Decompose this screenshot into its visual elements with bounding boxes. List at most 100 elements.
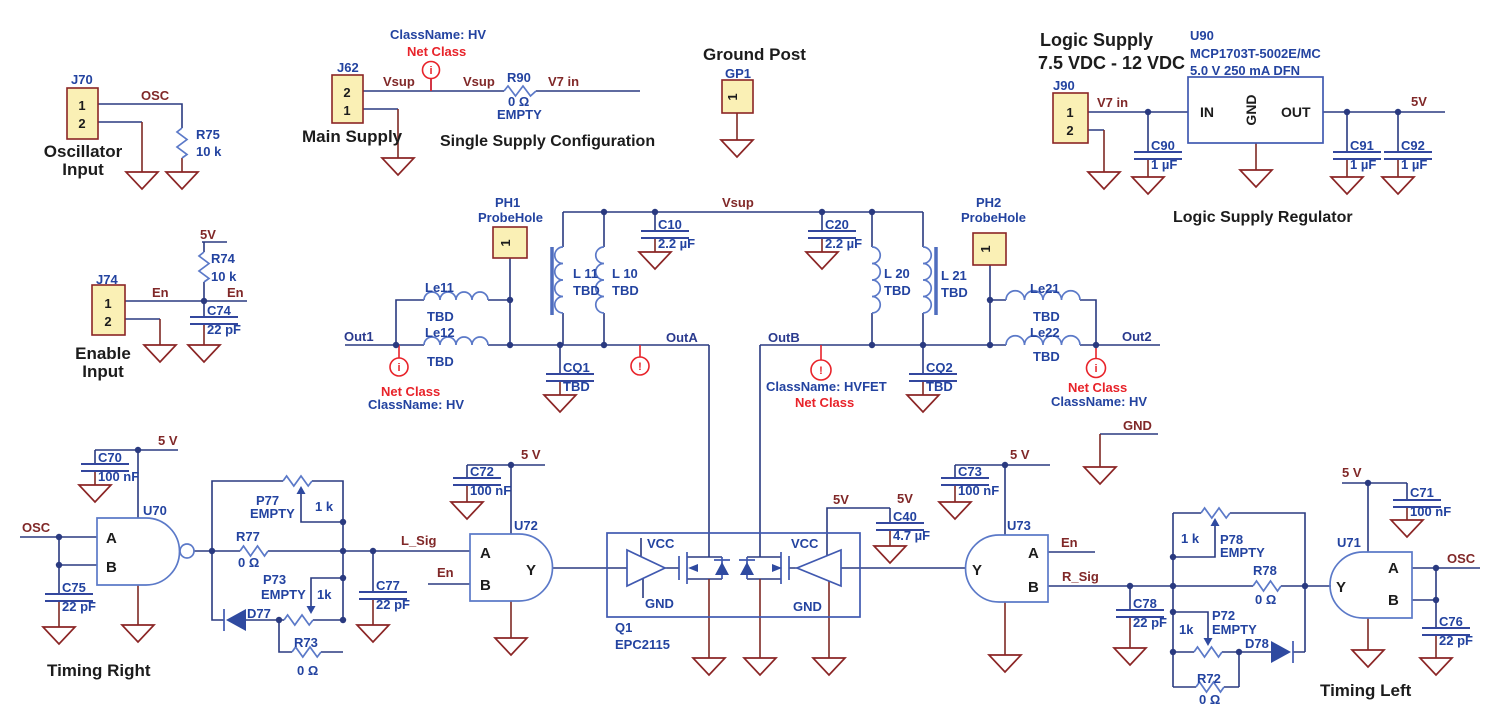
- directive-j62: [421, 60, 441, 80]
- des-u70: U70: [143, 503, 167, 518]
- des-l20: L 20: [884, 266, 910, 281]
- cap-cq1: [546, 373, 594, 382]
- gate-u73[interactable]: [964, 534, 1049, 603]
- connector-gp1[interactable]: [721, 79, 754, 114]
- net-class-directives[interactable]: [389, 60, 1107, 381]
- val-r75: 10 k: [196, 144, 222, 159]
- fet-q1[interactable]: [606, 532, 861, 618]
- pot-p78: [1200, 506, 1231, 520]
- des-c72: C72: [470, 464, 494, 479]
- cap-c10: [641, 230, 689, 239]
- inductors[interactable]: [423, 246, 1081, 346]
- net-en-u72: En: [437, 565, 454, 580]
- pin-j90-1: 1: [1066, 105, 1073, 120]
- des-le11: Le11: [425, 280, 454, 295]
- gate-u70[interactable]: [96, 517, 195, 586]
- val-c40: 4.7 µF: [893, 528, 930, 543]
- des-u71: U71: [1337, 535, 1361, 550]
- dir-out1-glyph: i: [397, 362, 400, 374]
- net-outb: OutB: [768, 330, 800, 345]
- des-cq1: CQ1: [563, 360, 590, 375]
- capacitors[interactable]: [45, 151, 1470, 636]
- connector-ph2[interactable]: [972, 232, 1007, 266]
- pin-gp1-1: 1: [725, 93, 740, 100]
- des-ph1: PH1: [495, 195, 520, 210]
- net-5v-u70: 5 V: [158, 433, 178, 448]
- dir-out1-class: ClassName: HV: [368, 397, 464, 412]
- caption-logic-range: 7.5 VDC - 12 VDC: [1038, 53, 1185, 73]
- val-p78: 1 k: [1181, 531, 1200, 546]
- diodes[interactable]: [223, 609, 1294, 663]
- val-l10: TBD: [612, 283, 639, 298]
- des-c78: C78: [1133, 596, 1157, 611]
- resistor-r73: [291, 645, 322, 659]
- connector-ph1[interactable]: [492, 226, 528, 259]
- connector-j62[interactable]: [331, 74, 364, 124]
- des-r78: R78: [1253, 563, 1277, 578]
- des-r90: R90: [507, 70, 531, 85]
- dir-out2-netclass: Net Class: [1068, 380, 1127, 395]
- net-vsup-mid: Vsup: [722, 195, 754, 210]
- pin-u90-out: OUT: [1281, 104, 1311, 120]
- des-q1: Q1: [615, 620, 632, 635]
- cap-c91: [1333, 151, 1381, 160]
- des-c70: C70: [98, 450, 122, 465]
- resistor-r90: [503, 84, 537, 98]
- val-l11: TBD: [573, 283, 600, 298]
- directive-out1: [389, 357, 409, 377]
- pot-p73-wiper-arrow: [306, 606, 316, 614]
- connector-j70[interactable]: [66, 87, 99, 140]
- inverter-bubble: [179, 543, 195, 559]
- cap-c72: [453, 477, 501, 486]
- net-5v-u71: 5 V: [1342, 465, 1362, 480]
- val-r78: 0 Ω: [1255, 592, 1276, 607]
- des-c90: C90: [1151, 138, 1175, 153]
- cap-c74: [190, 316, 238, 325]
- val-c74: 22 pF: [207, 322, 241, 337]
- des-u72: U72: [514, 518, 538, 533]
- caption-logic-supply: Logic Supply: [1040, 30, 1153, 50]
- pin-u70-b: B: [106, 559, 117, 576]
- caption-timing-right: Timing Right: [47, 661, 151, 680]
- net-vsup-2: Vsup: [463, 74, 495, 89]
- pot-p77: [282, 474, 313, 488]
- inductor-l21: [922, 246, 933, 314]
- diode-d77: [226, 609, 246, 631]
- val-c20: 2.2 µF: [825, 236, 862, 251]
- pin-q1-vcc-l: VCC: [647, 536, 675, 551]
- pot-p72: [1193, 645, 1223, 659]
- pin-u73-a: A: [1028, 545, 1039, 562]
- cap-c77: [359, 591, 407, 600]
- pot-p73: [283, 613, 314, 627]
- val-cq1: TBD: [563, 379, 590, 394]
- caption-oscillator-input: Input: [62, 160, 104, 179]
- connector-j90[interactable]: [1052, 92, 1089, 144]
- gate-u71[interactable]: [1329, 551, 1413, 619]
- val-p73: 1k: [317, 587, 332, 602]
- net-5v-q1b: 5V: [897, 491, 913, 506]
- val-l21: TBD: [941, 285, 968, 300]
- regulator-u90[interactable]: [1187, 76, 1324, 144]
- pin-u73-b: B: [1028, 579, 1039, 596]
- pin-j62-2: 2: [343, 85, 350, 100]
- inductor-le21: [1005, 289, 1081, 301]
- gate-u72[interactable]: [469, 533, 554, 602]
- val-c70: 100 nF: [98, 469, 139, 484]
- pin-u90-gnd: GND: [1243, 94, 1259, 125]
- des-le12: Le12: [425, 325, 455, 340]
- val-u90-desc: 5.0 V 250 mA DFN: [1190, 63, 1300, 78]
- val-c91: 1 µF: [1350, 157, 1376, 172]
- resistor-r75: [175, 127, 189, 159]
- net-5v-q1a: 5V: [833, 492, 849, 507]
- connector-j74[interactable]: [91, 284, 126, 336]
- des-ph2: PH2: [976, 195, 1001, 210]
- val-c71: 100 nF: [1410, 504, 1451, 519]
- resistors[interactable]: [175, 84, 1282, 694]
- net-outa: OutA: [666, 330, 698, 345]
- directive-outa: [630, 356, 650, 376]
- pin-u72-b: B: [480, 577, 491, 594]
- val-c75: 22 pF: [62, 599, 96, 614]
- pin-q1-gnd-r: GND: [793, 599, 822, 614]
- inductor-l11: [553, 246, 564, 314]
